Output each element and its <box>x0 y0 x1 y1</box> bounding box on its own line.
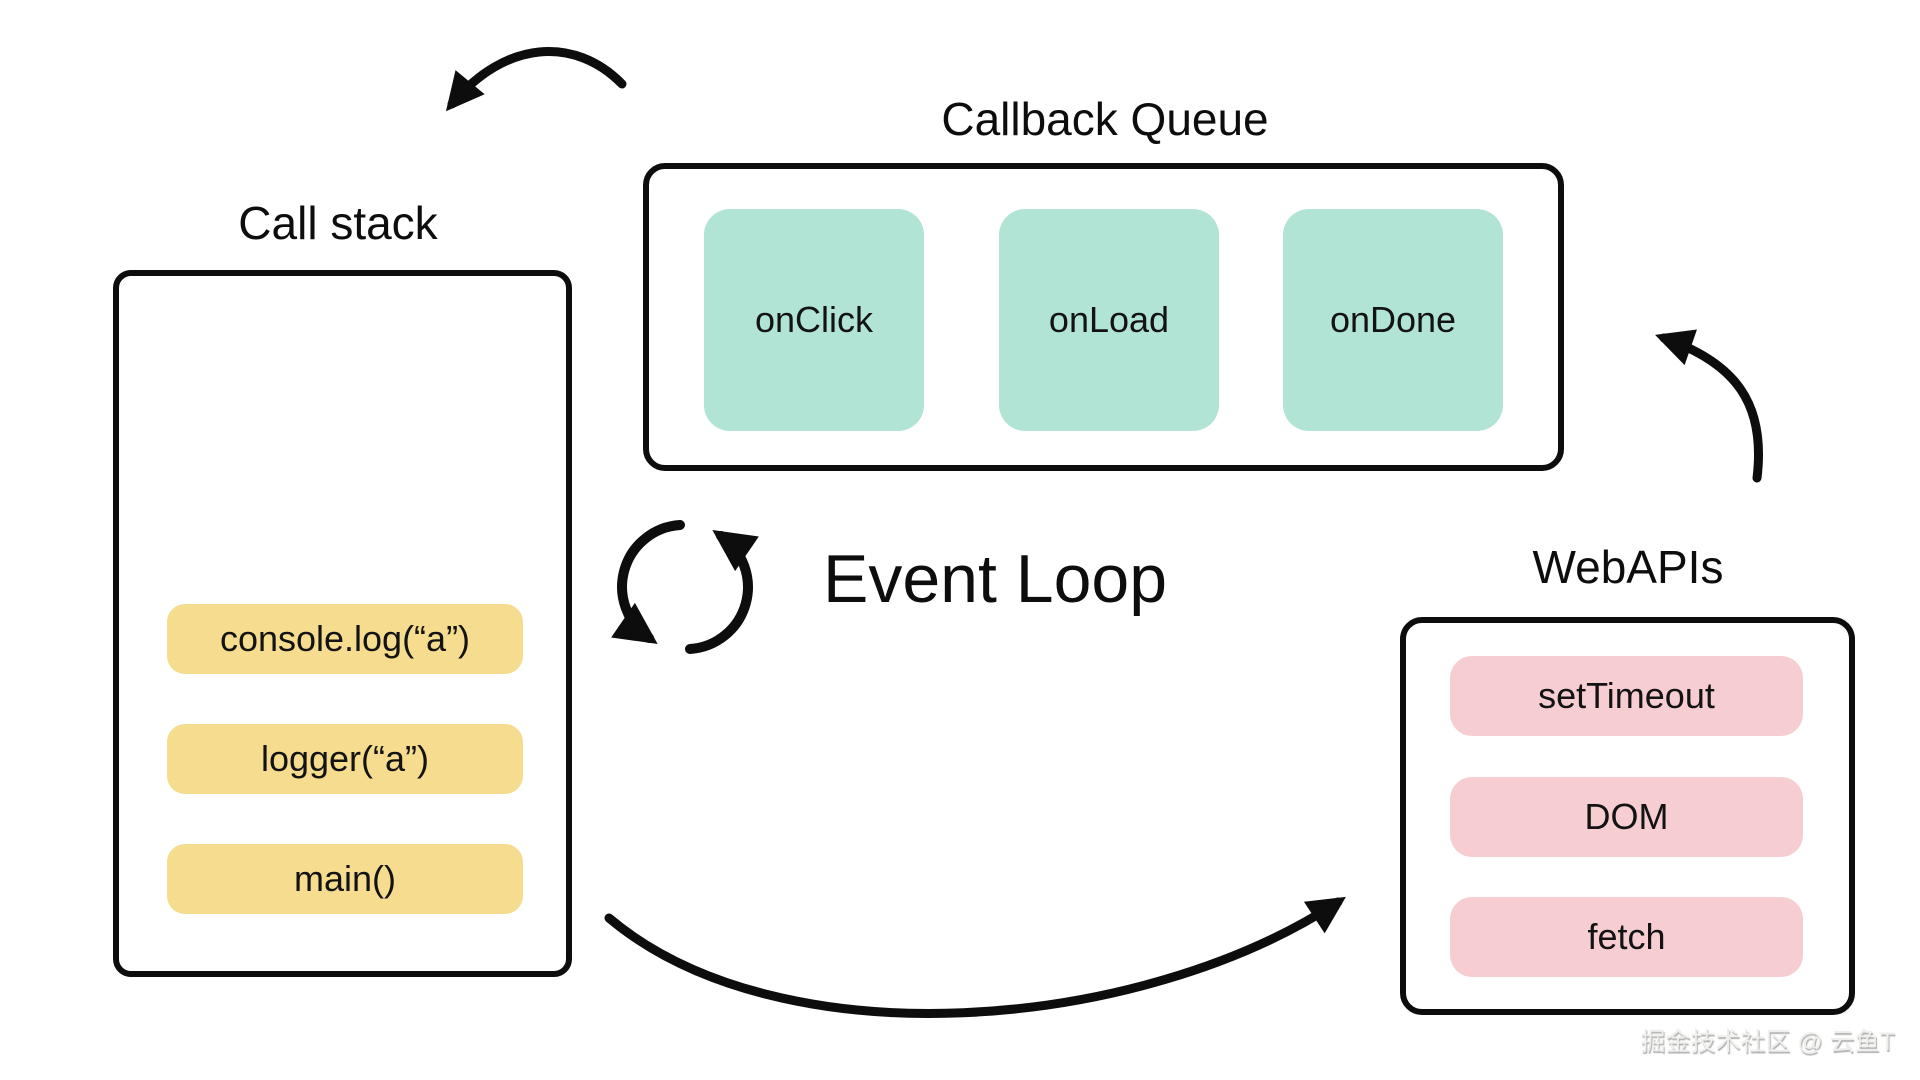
call-stack-title: Call stack <box>238 197 438 249</box>
watermark: 掘金技术社区 @ 云鱼T <box>1640 1028 1895 1056</box>
queue-to-stack-arrow <box>445 47 627 112</box>
callback-queue-item-onload: onLoad <box>999 209 1219 431</box>
stack-to-webapis-arrow <box>604 896 1346 1018</box>
call-stack-item-logger: logger(“a”) <box>167 724 523 794</box>
event-loop-label: Event Loop <box>822 541 1168 617</box>
webapis-title: WebAPIs <box>1532 541 1724 593</box>
webapis-to-queue-arrow <box>1655 329 1764 483</box>
call-stack-item-main: main() <box>167 844 523 914</box>
webapis-item-dom: DOM <box>1450 777 1803 857</box>
webapis-item-fetch: fetch <box>1450 897 1803 977</box>
callback-queue-item-ondone: onDone <box>1283 209 1503 431</box>
callback-queue-item-onclick: onClick <box>704 209 924 431</box>
webapis-item-settimeout: setTimeout <box>1450 656 1803 736</box>
event-loop-cycle-icon <box>611 520 759 654</box>
call-stack-item-console-log: console.log(“a”) <box>167 604 523 674</box>
callback-queue-title: Callback Queue <box>941 93 1269 145</box>
